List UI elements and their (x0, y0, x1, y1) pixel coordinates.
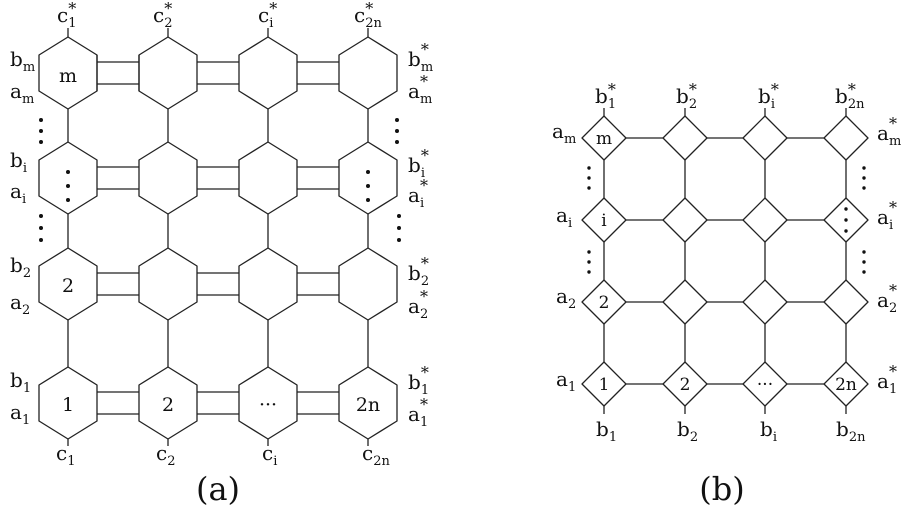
cell-label: 2 (599, 293, 610, 313)
boundary-label: a*i (408, 176, 428, 211)
boundary-label: a1 (10, 400, 30, 428)
panel-a: m 2 1 2 ··· 2n bm am bi ai b2 a2 b1 a1 b… (10, 0, 433, 506)
panel-b: m i 2 1 2 ··· 2n am ai a2 a1 a*m a*i a*2… (552, 80, 901, 506)
cell-label: i (601, 211, 607, 231)
panel-a-lattice (38, 28, 398, 446)
boundary-label: a*1 (408, 395, 428, 430)
boundary-label: b2 (677, 417, 698, 445)
boundary-label: c*2n (354, 0, 382, 31)
boundary-label: c*1 (57, 0, 76, 31)
cell-label: 2n (835, 375, 857, 395)
cell-label: 1 (599, 375, 610, 395)
boundary-label: ai (556, 203, 572, 231)
cell-label: 2 (62, 275, 74, 297)
boundary-label: b*i (408, 146, 429, 181)
boundary-label: b2n (836, 417, 866, 445)
boundary-label: a*i (877, 198, 897, 233)
boundary-label: b*i (758, 80, 779, 112)
panel-b-ellipsis-dots (587, 166, 866, 274)
boundary-label: b*2n (835, 80, 865, 112)
boundary-label: b2 (10, 253, 31, 281)
cell-label: 2n (356, 394, 380, 416)
boundary-label: b1 (10, 368, 31, 396)
panel-b-lattice (581, 108, 869, 414)
cell-label: ··· (757, 375, 773, 395)
boundary-label: bi (10, 148, 27, 176)
boundary-label: ai (10, 179, 26, 207)
boundary-label: c*2 (153, 0, 172, 31)
cell-label: 2 (162, 394, 174, 416)
boundary-label: a2 (556, 284, 576, 312)
boundary-label: b1 (596, 417, 617, 445)
boundary-label: a*2 (408, 287, 428, 322)
cell-label: m (59, 65, 77, 87)
boundary-label: c2 (156, 441, 175, 469)
boundary-label: c1 (56, 441, 75, 469)
boundary-label: bm (10, 47, 35, 75)
cell-label: m (596, 129, 612, 149)
boundary-label: a2 (10, 290, 30, 318)
boundary-label: b*1 (408, 363, 429, 398)
panel-a-caption: (a) (196, 470, 240, 506)
cell-label: 1 (62, 394, 74, 416)
boundary-label: bi (760, 417, 777, 445)
boundary-label: ci (262, 441, 277, 469)
boundary-label: a*m (877, 114, 901, 149)
boundary-label: a1 (556, 367, 576, 395)
boundary-label: b*m (408, 40, 433, 75)
boundary-label: b*1 (595, 80, 616, 112)
boundary-label: am (10, 79, 34, 107)
boundary-label: a*m (408, 72, 432, 107)
panel-a-ellipsis-dots (39, 118, 401, 242)
boundary-label: b*2 (408, 254, 429, 289)
boundary-label: a*2 (877, 281, 897, 316)
boundary-label: b*2 (676, 80, 697, 112)
boundary-label: am (552, 119, 576, 147)
cell-label: 2 (680, 375, 691, 395)
boundary-label: c*i (258, 0, 277, 31)
cell-label: ··· (259, 394, 277, 416)
boundary-label: a*1 (877, 362, 897, 397)
boundary-label: c2n (362, 441, 390, 469)
panel-b-caption: (b) (699, 470, 744, 506)
